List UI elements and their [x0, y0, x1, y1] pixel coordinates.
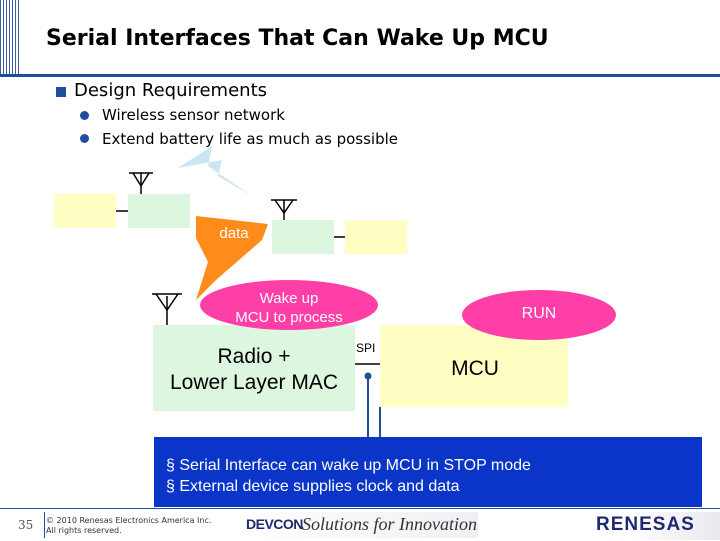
data-label: data: [219, 225, 249, 242]
copyright-line: © 2010 Renesas Electronics America Inc.: [46, 516, 212, 525]
antenna-icon: [129, 172, 153, 188]
radio-label-line: Radio +: [217, 345, 291, 368]
renesas-logo: RENESAS: [596, 514, 695, 535]
requirement-item: Wireless sensor network: [102, 106, 285, 124]
radio-mac-label: Radio + Lower Layer MAC: [153, 344, 355, 396]
wake-signal-dot: [364, 372, 372, 380]
spi-label: SPI: [356, 341, 376, 355]
slide-title: Serial Interfaces That Can Wake Up MCU: [46, 26, 549, 51]
antenna-icon: [152, 293, 182, 312]
page-number: 35: [18, 518, 34, 532]
callout-line: § Serial Interface can wake up MCU in ST…: [166, 457, 531, 474]
radio-node-box: [272, 220, 334, 254]
callout-line: § External device supplies clock and dat…: [166, 478, 460, 495]
square-bullet-icon: [56, 87, 66, 97]
sensor-node-box: [54, 194, 116, 228]
round-bullet-icon: [80, 134, 89, 143]
round-bullet-icon: [80, 111, 89, 120]
requirement-item: Extend battery life as much as possible: [102, 130, 398, 148]
event-banner: [238, 512, 478, 538]
tagline: Solutions for Innovation: [302, 514, 477, 534]
copyright-line: All rights reserved.: [46, 526, 122, 535]
brand-banner: [481, 512, 720, 540]
radio-node-box: [128, 194, 190, 228]
run-label: RUN: [521, 305, 557, 322]
wake-up-label: MCU to process: [235, 309, 343, 326]
copyright: © 2010 Renesas Electronics America Inc. …: [46, 516, 211, 536]
header-stripe-decoration: [0, 0, 20, 74]
radio-label-line: Lower Layer MAC: [169, 371, 339, 394]
sensor-node-box: [345, 220, 407, 254]
wake-up-label: Wake up: [259, 290, 319, 307]
mcu-label: MCU: [451, 357, 499, 380]
header-divider: [0, 74, 720, 77]
data-transfer-arrow: [196, 216, 268, 300]
wireless-signal-icon: [178, 146, 252, 196]
footer-divider: [44, 512, 45, 538]
devcon-logo: DEVCON: [246, 516, 303, 532]
requirements-heading: Design Requirements: [74, 80, 268, 101]
run-bubble: RUN: [462, 290, 616, 340]
wake-up-bubble: Wake up MCU to process: [200, 280, 378, 330]
antenna-icon: [271, 199, 297, 215]
radio-mac-box: [153, 325, 355, 411]
callout-box: § Serial Interface can wake up MCU in ST…: [154, 437, 702, 507]
